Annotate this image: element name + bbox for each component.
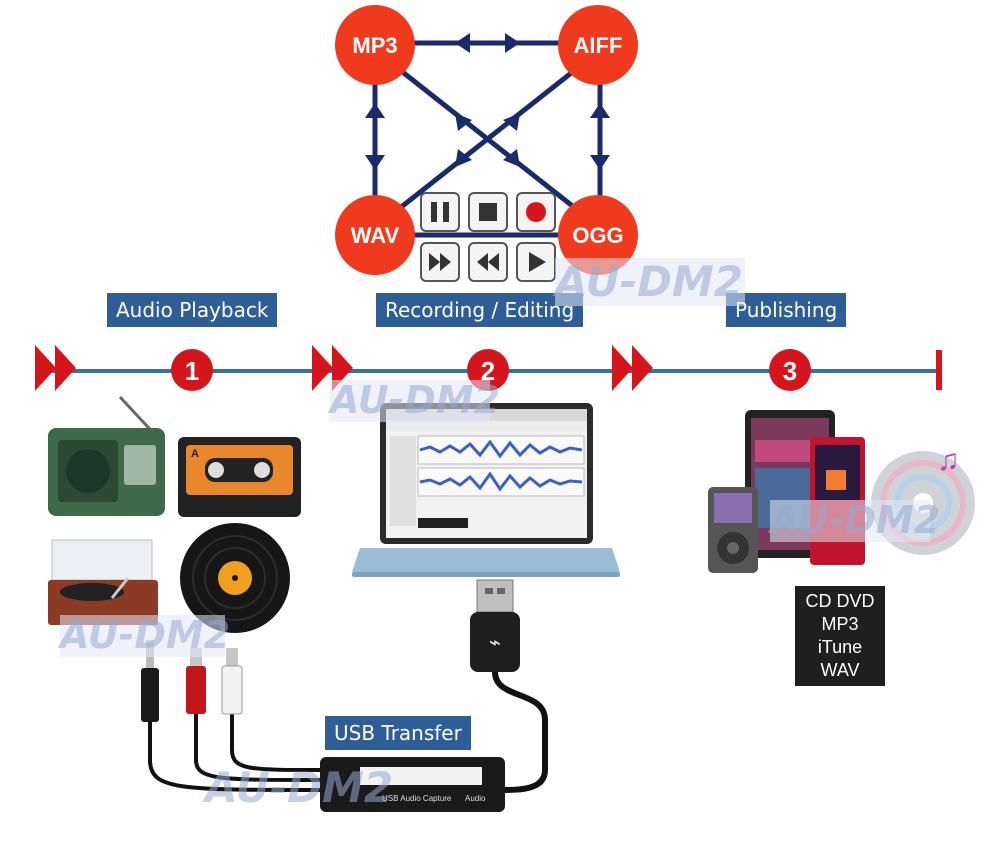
svg-text:3: 3 [783,356,797,386]
svg-text:1: 1 [185,356,199,386]
watermark: AU-DM2 [60,613,231,657]
cables [148,712,321,792]
svg-text:A: A [191,448,199,460]
publish-format-item: CD DVD [805,591,875,611]
format-label-ogg: OGG [572,223,623,248]
format-label-wav: WAV [351,223,400,248]
usb-transfer-label: USB Transfer [325,716,471,750]
usb-capture-stick-image: USB Audio Capture Audio [320,757,505,812]
double-chevron-icon [312,345,353,391]
step-marker-1: 1 [171,349,213,391]
watermark: AU-DM2 [770,498,941,542]
step-marker-3: 3 [769,349,811,391]
double-chevron-icon [35,345,76,391]
conversion-arrows [372,40,603,238]
ipod-image [708,487,758,573]
publish-format-item: MP3 [821,614,859,634]
cassette-tape-image: A [178,437,301,517]
timeline-end-marker [936,350,942,390]
publish-format-item: WAV [820,660,860,680]
format-label-mp3: MP3 [352,33,397,58]
stop-button[interactable] [468,192,508,232]
timeline: 1 2 3 [35,345,942,391]
record-button[interactable] [516,192,556,232]
fast-forward-button[interactable] [420,242,460,282]
laptop-image [352,403,620,577]
publish-formats-box: CD DVD MP3 iTune WAV [795,586,885,686]
format-node-aiff: AIFF [558,5,638,85]
format-node-wav: WAV [335,195,415,275]
svg-text:2: 2 [481,356,495,386]
publish-format-item: iTune [817,637,863,657]
watermark: AU-DM2 [555,257,744,306]
stage-label-audio-playback: Audio Playback [107,293,278,327]
format-label-aiff: AIFF [574,33,623,58]
rewind-button[interactable] [468,242,508,282]
capture-stick-label: USB Audio Capture [382,794,452,803]
format-node-mp3: MP3 [335,5,415,85]
turntable-image [48,539,158,625]
usb-plug-image: ⌁ [470,579,548,793]
double-chevron-icon [612,345,653,391]
watermark: AU-DM2 [330,378,501,422]
vinyl-record-image [180,523,290,633]
cassette-player-image [48,395,165,516]
pause-button[interactable] [420,192,460,232]
rca-plug-white-image [221,648,243,715]
usb-icon: ⌁ [489,632,501,654]
arrowheads [365,33,610,170]
capture-side-label: Audio [465,794,486,803]
stage-label-publishing: Publishing [726,293,847,327]
transport-controls [420,192,556,282]
watermark: AU-DM2 [205,763,394,812]
rca-plug-red-image [186,648,206,714]
play-button[interactable] [516,242,556,282]
format-node-ogg: OGG [558,195,638,275]
stage-label-recording-editing: Recording / Editing [376,293,584,327]
music-note-icon: ♫ [937,444,960,477]
